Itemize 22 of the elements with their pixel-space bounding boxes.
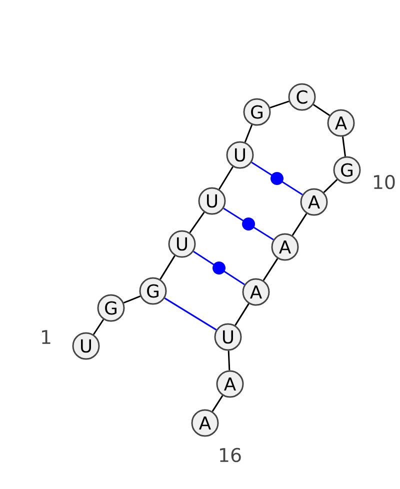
position-number: 10 — [374, 174, 395, 190]
position-number: 1 — [42, 330, 50, 344]
backbone-line — [160, 255, 176, 280]
backbone-line — [212, 395, 224, 412]
backbone-line — [234, 303, 250, 326]
position-number: 16 — [220, 448, 241, 462]
backbone-line — [323, 179, 338, 193]
backbone-line — [228, 350, 230, 370]
base-pair-line — [193, 250, 245, 286]
backbone-line — [244, 124, 253, 142]
backbone-line — [92, 319, 104, 335]
backbone-line — [123, 295, 141, 304]
backbone-line — [218, 166, 234, 190]
base-pair-line — [223, 208, 274, 240]
backbone-line — [262, 258, 278, 281]
base-pair-line — [251, 162, 303, 196]
backbone-line — [292, 213, 308, 236]
backbone-line — [313, 104, 330, 116]
base-pair-line — [164, 298, 217, 330]
backbone-line — [189, 212, 205, 234]
backbone-line — [342, 136, 346, 156]
backbone-line — [270, 100, 290, 108]
